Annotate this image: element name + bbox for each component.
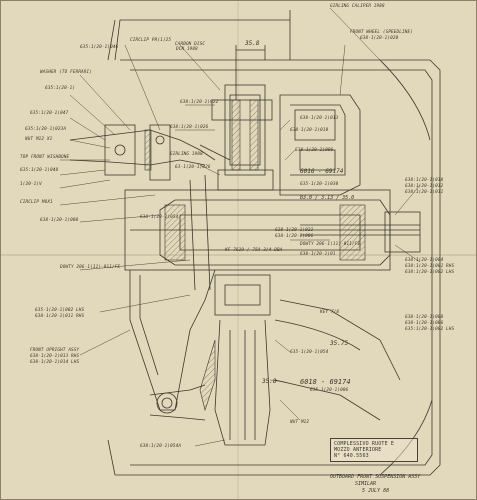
label-right-2: 638:1(20-1)012 [405,184,444,189]
label-unit-1: 1(20-1)V [20,182,42,187]
title-block: COMPLESSIVO RUOTE E MOZZO ANTERIORE N° 6… [330,438,418,462]
caption-line-3: 5 JULY 88 [362,488,390,494]
label-tab-l: 635-1(20-1)002 LHS [35,308,85,313]
label-circlip: CIRCLIP PR(1)25 [130,38,172,43]
label-bearing-2: 620-1(20-1)021 [275,228,314,233]
label-upright-lhs: 638-1(20-1)014 LHS [30,360,80,365]
label-lower-a: 635-1(20-1)054 [290,350,329,355]
label-caliper: GIRLING CALIPER 1988 [330,4,385,9]
label-spacer-l: 638-1(20-1)006 [275,234,314,239]
label-stub: 638:1(20-1)026 [170,125,209,130]
label-right-1: 638:1(20-1)018 [405,178,444,183]
label-front-wheel: FRONT WHEEL (SPEEDLINE) [350,30,413,35]
label-front-wishbone: TOP FRONT WISHBONE [20,155,70,160]
label-front-wheel-pn: 638-1(20-1)020 [360,36,399,41]
label-carbon-disc-pn: DCN 1988 [176,47,198,52]
label-dowty-2: DOWTY 206-1(11)-011/FE [300,242,361,247]
label-spacer-a: 638-1(20-1)013 [300,116,339,121]
title-line-1: COMPLESSIVO RUOTE E [334,441,395,447]
label-bearing: 638-1(20-1)008 [40,218,79,223]
handwritten-note-c: B3.0 / 3.13 / 35.0 [300,195,355,201]
label-bottom-2: 635 1(20-1)006 [310,388,349,393]
label-carbon-disc: CARBON DISC [175,42,206,47]
title-line-2: MOZZO ANTERIORE [334,447,382,453]
label-washer: WASHER (TO FERRARI) [40,70,93,75]
label-kf: KF 7619 / 75A 3/4 DBA [225,248,283,253]
label-right-9: 638-1(20-1)006 [405,321,444,326]
label-nut: 635:1(20-1)046 [80,45,119,50]
label-spacer-b: 638-1(20-1)01 [300,252,336,257]
label-tab-r: 638-1(20-1)011 RHS [35,314,85,319]
label-nut-bottom: NUT M12 [290,420,310,425]
title-line-3: N° 640.5563 [334,453,369,459]
label-upright-rhs: 638-1(20-1)013 RHS [30,354,80,359]
label-washer-pn: 635:1(20-1) [45,86,76,91]
label-right-8: 638-1(20-1)008 [405,315,444,320]
label-upright-c: 63-1(20-1)026 [175,165,211,170]
dimension-right: 35.75 [330,340,349,347]
label-right-6: 638:1(20-1)002 LHS [405,270,455,275]
label-shaft: 638-1(20-1)006 [295,148,334,153]
label-upright-b: 635:1(20-1)023A [25,127,67,132]
dimension-mid: 35.8 [262,378,277,385]
label-right-3: 638:1(20-1)011 [405,190,444,195]
label-hub: 638:1(20-1)022 [180,100,219,105]
label-upright-a: 635:1(20-1)047 [30,111,69,116]
label-right-7: 638:1(20-1)004 [405,258,444,263]
label-right-4: 635:1(20-1)002 LHS [405,327,455,332]
label-key: KEY 7/8 [320,310,340,315]
label-bolt-a: 638-1(20-1)010 [290,128,329,133]
dimension-top: 35.8 [245,40,260,47]
label-dowty: DOWTY 206-1(11)-011/FE [60,265,121,270]
label-brake-pad: GIRLING 1988 [170,152,203,157]
caption-line-1: OUTBOARD FRONT SUSPENSION ASSY [330,474,421,480]
label-nyloc: NUT M12 X1 [25,137,53,142]
label-bottom-pn: 638:1(20-1)054A [140,444,182,449]
handwritten-note-b: 6016 - 69174 [300,168,344,175]
label-right-5: 638:1(20-1)001 RHS [405,264,455,269]
caption-line-2: SIMILAR [355,481,377,487]
label-bolt-c: 635-1(20-1)030 [300,182,339,187]
label-circlip-2: CIRCLIP M8X1 [20,200,53,205]
label-upright-asy: FRONT UPRIGHT ASSY [30,348,80,353]
label-lower-b: 638-1(20-1)054 [140,215,179,220]
handwritten-note-a: 6018 - 69174 [300,378,351,386]
label-nut-2: 635:1(20-1)048 [20,168,59,173]
